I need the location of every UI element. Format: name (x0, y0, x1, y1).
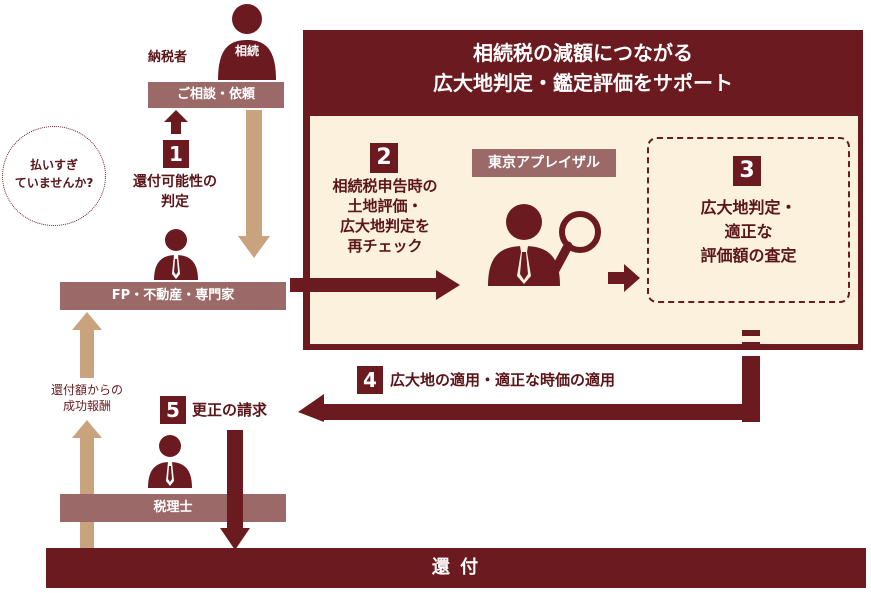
step-1-text: 還付可能性の 判定 (133, 174, 217, 210)
up-arrow-step-1 (164, 110, 188, 134)
bubble (2, 126, 106, 226)
step-2-badge: 2 (370, 143, 398, 173)
arrow-to-step-3 (608, 264, 640, 292)
step-1-badge: 1 (163, 140, 189, 168)
step-5-badge: 5 (160, 396, 186, 424)
down-arrow-to-refund (220, 430, 250, 550)
panel-title-line2: 広大地判定・鑑定評価をサポート (433, 71, 733, 95)
bubble-text: 払いすぎ ていませんか? (14, 158, 94, 190)
panel-title: 相続税の減額につながる 広大地判定・鑑定評価をサポート (303, 38, 863, 98)
refund-bar (46, 548, 866, 588)
panel-title-line1: 相続税の減額につながる (473, 41, 693, 65)
step-5-text: 更正の請求 (192, 401, 268, 419)
fp-person-icon (154, 229, 198, 280)
taxpayer-head-badge: 相続 (234, 44, 259, 58)
fp-label: FP・不動産・専門家 (60, 282, 286, 310)
taxpayer-name: 納税者 (148, 50, 188, 65)
tax-accountant-icon (148, 435, 192, 488)
up-arrow-to-fp (72, 312, 102, 378)
down-arrow-request (238, 110, 270, 258)
step-3-text: 広大地判定・ 適正な 評価額の査定 (700, 198, 797, 265)
arrow-fp-to-panel (290, 270, 460, 300)
taxpayer-icon (218, 4, 276, 80)
up-arrow-refund-to-fee (72, 420, 102, 548)
step-2-text: 相続税申告時の 土地評価・ 広大地判定を 再チェック (332, 177, 438, 255)
step-4-badge: 4 (357, 366, 383, 394)
request-label: ご相談・依頼 (148, 82, 284, 108)
company-label: 東京アプレイザル (472, 149, 616, 177)
refund-label: 還 付 (431, 557, 481, 578)
fee-label: 還付額からの 成功報酬 (50, 383, 123, 413)
tax-accountant-label: 税理士 (60, 494, 286, 522)
step-4-text: 広大地の適用・適正な時価の適用 (390, 371, 616, 389)
step-4-return-arrow (298, 330, 760, 422)
appraiser-icon (488, 204, 601, 286)
step-3-badge: 3 (733, 156, 761, 186)
step-3-box (647, 137, 850, 303)
